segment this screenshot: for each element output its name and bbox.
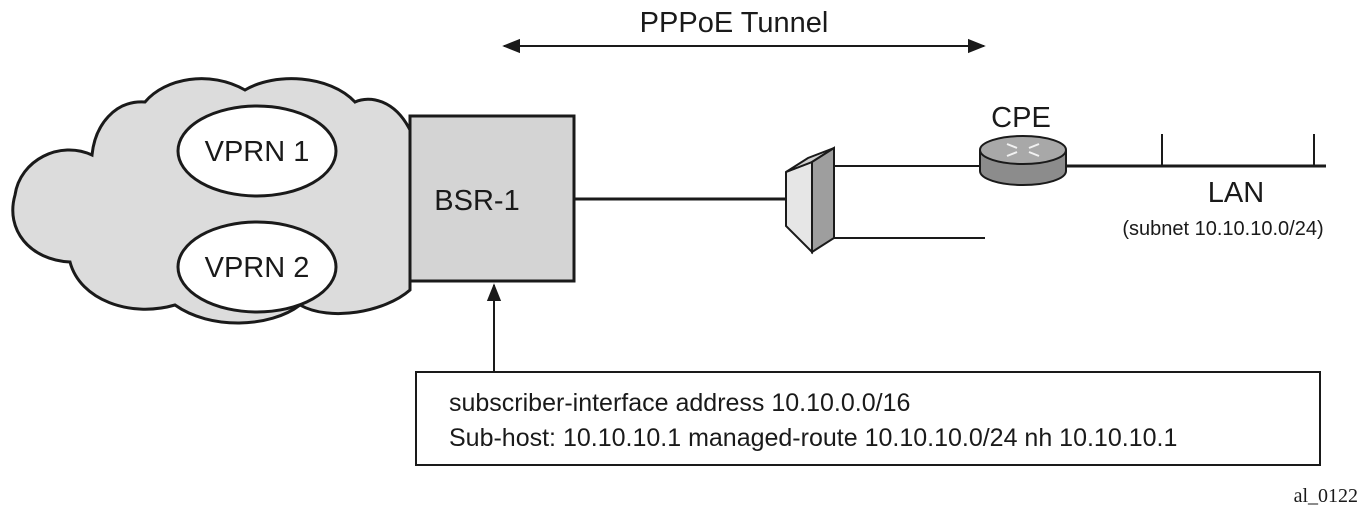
lan-segment: LAN (subnet 10.10.10.0/24) bbox=[1066, 134, 1326, 240]
bsr-1-box bbox=[408, 114, 576, 283]
config-box-frame bbox=[415, 371, 1321, 466]
config-line-2: Sub-host: 10.10.10.1 managed-route 10.10… bbox=[449, 424, 1177, 452]
switch-side bbox=[811, 146, 835, 254]
vprn-cloud: VPRN 1 VPRN 2 bbox=[11, 77, 412, 325]
vprn-1: VPRN 1 bbox=[176, 104, 338, 198]
access-switch-icon bbox=[785, 146, 835, 255]
bsr-1-node: BSR-1 bbox=[408, 114, 576, 283]
pppoe-tunnel: PPPoE Tunnel bbox=[502, 7, 986, 54]
router-arrows-icon bbox=[1006, 143, 1040, 157]
switch-front bbox=[785, 160, 813, 255]
vprn-2-label: VPRN 2 bbox=[205, 252, 310, 284]
cpe-label: CPE bbox=[991, 102, 1051, 134]
tunnel-label: PPPoE Tunnel bbox=[640, 7, 829, 39]
router-top bbox=[979, 135, 1067, 165]
config-line-1: subscriber-interface address 10.10.0.0/1… bbox=[449, 389, 910, 417]
config-box: subscriber-interface address 10.10.0.0/1… bbox=[415, 371, 1321, 466]
figure-id: al_0122 bbox=[1294, 485, 1358, 507]
vprn-1-ellipse bbox=[176, 104, 338, 198]
lan-label: LAN bbox=[1208, 177, 1264, 209]
vprn-2-ellipse bbox=[176, 220, 338, 314]
vprn-1-label: VPRN 1 bbox=[205, 136, 310, 168]
vprn-2: VPRN 2 bbox=[176, 220, 338, 314]
cpe-router: CPE bbox=[979, 102, 1067, 186]
bsr-1-label: BSR-1 bbox=[434, 185, 519, 217]
lan-subnet: (subnet 10.10.10.0/24) bbox=[1122, 218, 1323, 240]
